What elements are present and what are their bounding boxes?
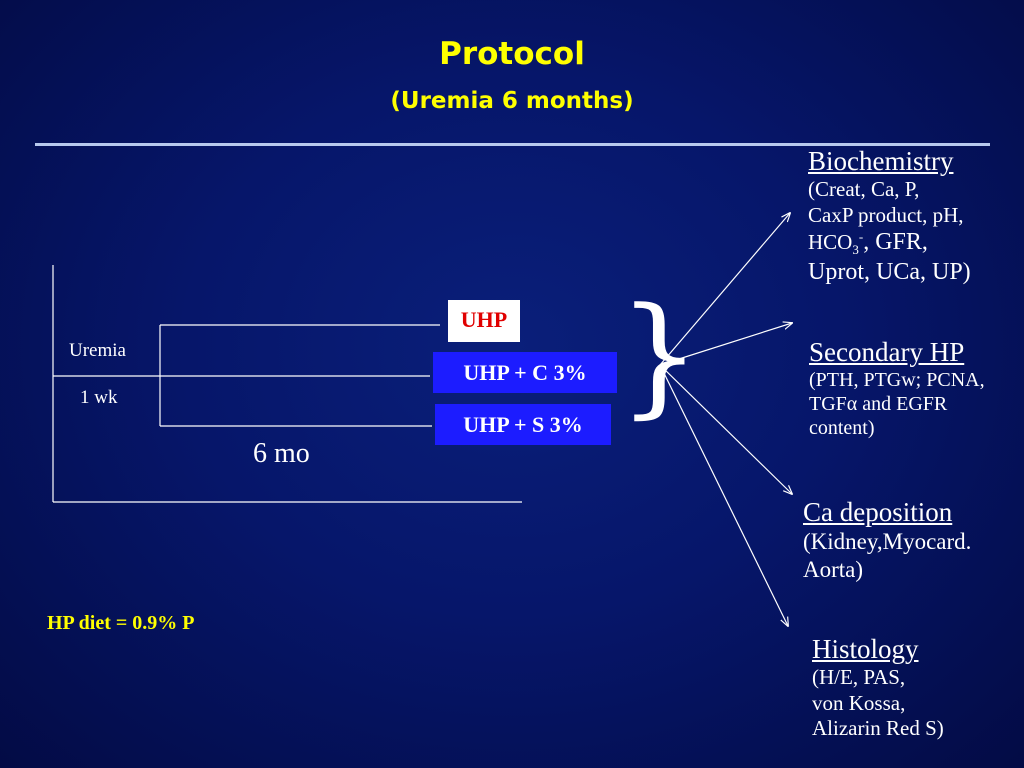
- outcome-heading: Biochemistry: [808, 146, 954, 176]
- diet-note: HP diet = 0.9% P: [47, 612, 195, 634]
- arrow-to-biochemistry: [659, 213, 790, 366]
- page-title: Protocol: [439, 36, 585, 72]
- duration-label: 1 wk: [80, 387, 118, 408]
- group-box-uhp-c3: UHP + C 3%: [433, 352, 617, 393]
- outcome-biochemistry: Biochemistry (Creat, Ca, P,CaxP product,…: [808, 145, 971, 286]
- uremia-label: Uremia: [69, 340, 126, 361]
- outcome-ca-deposition: Ca deposition (Kidney,Myocard.Aorta): [803, 496, 971, 584]
- period-label: 6 mo: [253, 438, 310, 469]
- page-subtitle: (Uremia 6 months): [390, 88, 634, 114]
- outcome-heading: Secondary HP: [809, 337, 965, 367]
- outcome-detail: (H/E, PAS,von Kossa,Alizarin Red S): [812, 665, 944, 740]
- outcome-detail: (Creat, Ca, P,CaxP product, pH,HCO3-, GF…: [808, 177, 971, 285]
- group-box-uhp: UHP: [448, 300, 520, 342]
- grouping-brace: }: [618, 279, 701, 431]
- arrow-to-histology: [659, 364, 788, 626]
- outcome-heading: Ca deposition: [803, 497, 953, 527]
- outcome-heading: Histology: [812, 634, 919, 664]
- outcome-secondary-hp: Secondary HP (PTH, PTGw; PCNA,TGFα and E…: [809, 336, 985, 440]
- arrow-to-ca-deposition: [659, 364, 792, 494]
- arrow-to-secondary-hp: [659, 323, 792, 366]
- title-divider: [35, 143, 990, 146]
- outcome-histology: Histology (H/E, PAS,von Kossa,Alizarin R…: [812, 633, 944, 741]
- group-box-uhp-s3: UHP + S 3%: [435, 404, 611, 445]
- outcome-detail: (Kidney,Myocard.Aorta): [803, 529, 972, 582]
